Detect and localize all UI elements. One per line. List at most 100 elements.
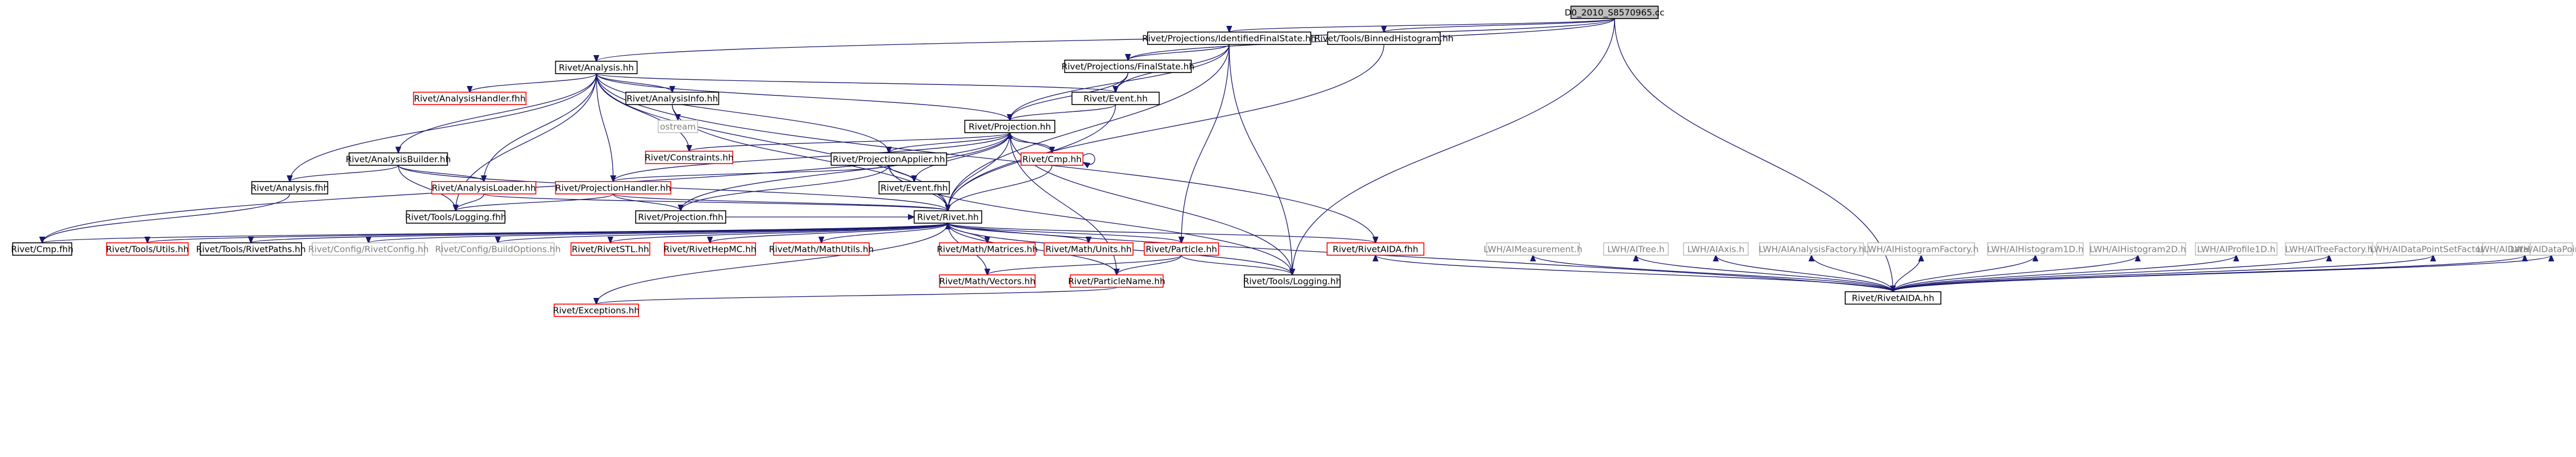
node-rivet-exceptions-hh[interactable]: Rivet/Exceptions.hh (553, 304, 640, 317)
node-label: LWH/AIDataPointSetFactory.h (2370, 245, 2497, 255)
edge-analysis-to-anahandler (470, 73, 597, 92)
node-lwh-aihistogramfactory-h: LWH/AIHistogramFactory.h (1864, 242, 1979, 256)
node-box (878, 181, 950, 194)
node-rivet-projections-finalstate-hh[interactable]: Rivet/Projections/FinalState.hh (1062, 60, 1194, 73)
edge-projhandler-to-rivethh (613, 193, 948, 211)
edge-root-to-analysis (596, 18, 1615, 61)
node-rivet-projectionapplier-hh[interactable]: Rivet/ProjectionApplier.hh (830, 152, 947, 166)
node-rivet-event-hh[interactable]: Rivet/Event.hh (1071, 92, 1160, 105)
node-label: LWH/AITreeFactory.h (2285, 245, 2373, 255)
edge-analoader-to-toolslogfhh (456, 193, 484, 211)
node-rivet-tools-logging-fhh[interactable]: Rivet/Tools/Logging.fhh (405, 210, 506, 224)
node-ostream: ostream (658, 120, 698, 133)
edge-rivethh-to-rivetstl (610, 223, 948, 243)
node-rivet-projections-identifiedfinalstate-hh[interactable]: Rivet/Projections/IdentifiedFinalState.h… (1142, 31, 1316, 45)
edge-rivethh-to-mathutils (821, 223, 948, 243)
node-box (1570, 6, 1659, 19)
node-label: Rivet/AnalysisLoader.hh (431, 183, 536, 193)
node-rivet-analysisbuilder-hh[interactable]: Rivet/AnalysisBuilder.hh (346, 152, 451, 166)
node-rivet-projection-hh[interactable]: Rivet/Projection.hh (964, 120, 1055, 133)
node-label: Rivet/Projections/IdentifiedFinalState.h… (1142, 34, 1316, 44)
node-rivet-config-rivetconfig-hh: Rivet/Config/RivetConfig.hh (308, 242, 429, 256)
node-label: Rivet/RivetHepMC.hh (664, 245, 757, 255)
node-rivet-analysisinfo-hh[interactable]: Rivet/AnalysisInfo.hh (625, 92, 720, 105)
edge-projhandler-to-toolslogfhh (456, 193, 614, 211)
edge-idfs-to-rivethh (948, 44, 1230, 211)
node-rivet-cmp-fhh[interactable]: Rivet/Cmp.fhh (11, 242, 74, 256)
node-rivet-tools-utils-hh[interactable]: Rivet/Tools/Utils.hh (106, 242, 189, 256)
edge-rivetaida-to-lwhprof1d (1892, 255, 2236, 292)
edge-cmphh-to-projection (1010, 133, 1053, 153)
node-rivet-rivet-hh[interactable]: Rivet/Rivet.hh (914, 210, 982, 224)
node-label: LWH/AIProfile1D.h (2197, 245, 2275, 255)
node-rivet-math-units-hh[interactable]: Rivet/Math/Units.hh (1044, 242, 1134, 256)
node-rivet-tools-binnedhistogram-hh[interactable]: Rivet/Tools/BinnedHistogram.hh (1314, 31, 1454, 45)
edge-idfs-to-particle (1181, 44, 1230, 243)
edge-particlename-to-exceptions (596, 287, 1117, 304)
node-box (312, 242, 425, 256)
edge-rivetaida-to-lwhdpsfact (1892, 255, 2433, 292)
node-rivet-rivetaida-fhh[interactable]: Rivet/RivetAIDA.fhh (1327, 242, 1424, 256)
node-label: Rivet/ProjectionHandler.hh (555, 183, 671, 193)
edge-rivetaida-to-lwhanafact (1811, 255, 1894, 292)
node-lwh-aianalysisfactory-h: LWH/AIAnalysisFactory.h (1759, 242, 1864, 256)
edge-rivetaida-to-lwhmeas (1533, 255, 1894, 292)
node-rivet-math-vectors-hh[interactable]: Rivet/Math/Vectors.hh (939, 274, 1036, 288)
node-box (251, 181, 329, 194)
node-rivet-analysishandler-fhh[interactable]: Rivet/AnalysisHandler.fhh (413, 92, 527, 105)
node-label: Rivet/Projection.hh (969, 122, 1051, 132)
node-rivet-config-buildoptions-hh: Rivet/Config/BuildOptions.hh (435, 242, 561, 256)
node-label: Rivet/Event.hh (1084, 94, 1148, 104)
node-label: Rivet/RivetAIDA.hh (1852, 293, 1935, 304)
node-rivet-projection-fhh[interactable]: Rivet/Projection.fhh (635, 210, 726, 224)
node-label: Rivet/Particle.hh (1146, 245, 1217, 255)
edge-projapplier-to-projhandler (613, 165, 889, 182)
node-rivet-math-matrices-hh[interactable]: Rivet/Math/Matrices.hh (937, 242, 1038, 256)
node-rivet-particle-hh[interactable]: Rivet/Particle.hh (1144, 242, 1219, 256)
node-lwh-aihistogram2d-h: LWH/AIHistogram2D.h (2089, 242, 2186, 256)
edge-rivethh-to-rivetaidafhh (947, 223, 1375, 243)
node-rivet-math-mathutils-hh[interactable]: Rivet/Math/MathUtils.hh (769, 242, 874, 256)
node-label: Rivet/Analysis.hh (559, 63, 634, 73)
node-rivet-rivetstl-hh[interactable]: Rivet/RivetSTL.hh (570, 242, 650, 256)
node-box (914, 210, 982, 224)
edge-rivetaida-to-lwhhist2d (1892, 255, 2138, 292)
node-rivet-tools-rivetpaths-hh[interactable]: Rivet/Tools/RivetPaths.hh (196, 242, 306, 256)
node-label: Rivet/Analysis.fhh (251, 183, 329, 193)
node-label: Rivet/Math/Matrices.hh (937, 245, 1037, 255)
node-rivet-cmp-hh[interactable]: Rivet/Cmp.hh (1020, 152, 1084, 166)
edge-projection-to-eventfhh (914, 132, 1010, 182)
node-label: Rivet/Math/MathUtils.hh (769, 245, 874, 255)
edge-analysis-to-projection (596, 73, 1010, 120)
node-rivet-event-fhh[interactable]: Rivet/Event.fhh (878, 181, 950, 194)
node-label: Rivet/Config/BuildOptions.hh (435, 245, 560, 255)
node-label: D0_2010_S8570965.cc (1565, 8, 1665, 19)
edge-cmphh-to-cmphh (1083, 153, 1095, 164)
node-rivet-rivetaida-hh[interactable]: Rivet/RivetAIDA.hh (1845, 291, 1941, 305)
node-label: Rivet/Math/Units.hh (1045, 245, 1131, 255)
node-rivet-constraints-hh[interactable]: Rivet/Constraints.hh (645, 151, 734, 164)
node-label: Rivet/Config/RivetConfig.hh (308, 245, 429, 255)
edge-anainfo-to-ostream (672, 104, 678, 120)
node-label: LWH/AIMeasurement.h (1483, 245, 1583, 255)
node-label: Rivet/Exceptions.hh (553, 306, 640, 316)
edge-particle-to-particlename (1117, 255, 1182, 275)
node-rivet-analysisloader-hh[interactable]: Rivet/AnalysisLoader.hh (431, 181, 537, 194)
edge-analysis-to-anainfo (596, 73, 672, 92)
node-rivet-rivethepmc-hh[interactable]: Rivet/RivetHepMC.hh (664, 242, 757, 256)
node-box (1845, 291, 1941, 305)
node-rivet-tools-logging-hh[interactable]: Rivet/Tools/Logging.hh (1243, 274, 1342, 288)
node-box (106, 242, 189, 256)
node-rivet-projectionhandler-hh[interactable]: Rivet/ProjectionHandler.hh (555, 181, 672, 194)
edge-rivethh-to-buildopts (498, 223, 948, 243)
node-rivet-analysis-hh[interactable]: Rivet/Analysis.hh (555, 61, 638, 74)
edge-event-to-projection (1010, 104, 1116, 120)
edge-rivethh-to-rivethepmc (710, 223, 948, 243)
edge-analysis-to-projhandler (596, 73, 613, 182)
node-lwh-aihistogram1d-h: LWH/AIHistogram1D.h (1987, 242, 2084, 256)
node-rivet-particlename-hh[interactable]: Rivet/ParticleName.hh (1068, 274, 1166, 288)
node-box (1327, 31, 1441, 45)
node-lwh-aitree-h: LWH/AITree.h (1603, 242, 1669, 256)
node-lwh-aiaxis-h: LWH/AIAxis.h (1683, 242, 1749, 256)
node-rivet-analysis-fhh[interactable]: Rivet/Analysis.fhh (251, 181, 329, 194)
